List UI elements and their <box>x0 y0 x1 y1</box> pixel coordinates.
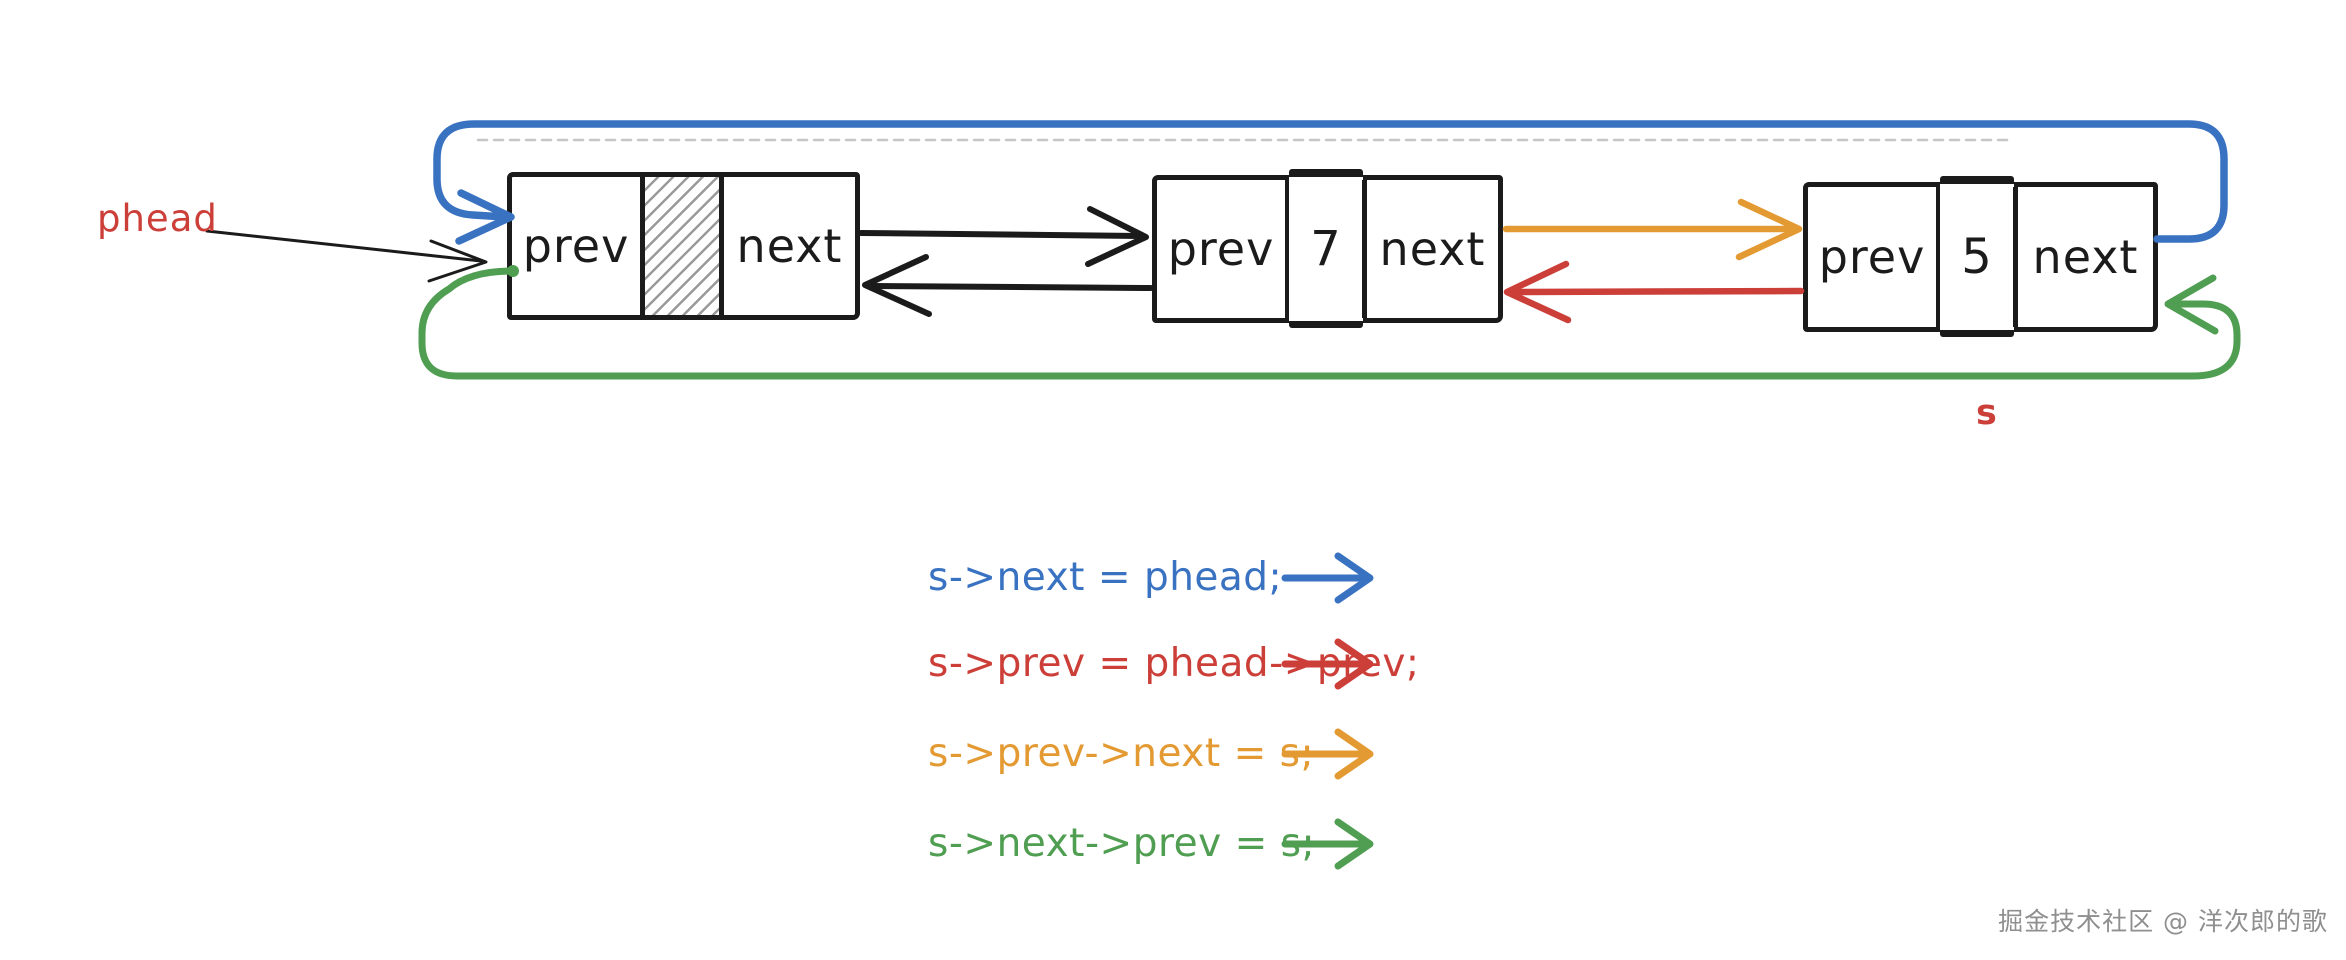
node-head: prev next <box>507 172 860 320</box>
legend-row-prev-next: s->prev->next = s; <box>928 726 1374 782</box>
node5-value-cell: 5 <box>1940 176 2014 337</box>
blue-arrowhead-icon <box>455 189 515 245</box>
orange-arrowhead-icon <box>1735 198 1803 261</box>
black-arrowhead-right-icon <box>1085 206 1149 267</box>
watermark: 掘金技术社区 @ 洋次郎的歌 <box>1998 907 2328 936</box>
red-arrowhead-icon <box>1503 260 1572 324</box>
legend-row-next-prev: s->next->prev = s; <box>928 816 1374 872</box>
head-next-cell: next <box>719 177 855 315</box>
phead-arrowhead-icon <box>427 239 488 283</box>
head-value-cell-hatched <box>645 177 719 315</box>
legend-code: s->prev->next = s; <box>928 731 1315 776</box>
blue-right-arrow-icon <box>1281 552 1374 604</box>
red-right-arrow-icon <box>1281 638 1374 690</box>
node-7: prev 7 next <box>1152 169 1503 328</box>
phead-label: phead <box>97 197 218 240</box>
orange-right-arrow-icon <box>1281 728 1374 780</box>
black-arrowhead-left-icon <box>862 254 932 317</box>
legend-code: s->next->prev = s; <box>928 821 1316 866</box>
black-arrow-7-to-head <box>870 283 1154 291</box>
s-label: s <box>1976 393 1997 433</box>
red-arrow-s-prev <box>1510 287 1805 296</box>
green-right-arrow-icon <box>1281 818 1374 870</box>
legend: s->next = phead; s->prev = phead->prev; … <box>928 550 1488 890</box>
node7-next-cell: next <box>1362 180 1498 318</box>
node5-next-cell: next <box>2013 187 2153 327</box>
legend-code: s->next = phead; <box>928 555 1283 600</box>
node5-prev-cell: prev <box>1808 187 1941 327</box>
node-s-5: prev 5 next <box>1803 176 2158 337</box>
node7-prev-cell: prev <box>1157 180 1290 318</box>
green-arrowhead-icon <box>2164 274 2219 335</box>
node7-value-cell: 7 <box>1289 169 1363 328</box>
phead-pointer-arrow <box>205 229 483 263</box>
black-arrow-head-to-7 <box>858 230 1143 239</box>
legend-row-s-prev: s->prev = phead->prev; <box>928 636 1420 692</box>
legend-row-s-next: s->next = phead; <box>928 550 1374 606</box>
head-prev-cell: prev <box>512 177 645 315</box>
